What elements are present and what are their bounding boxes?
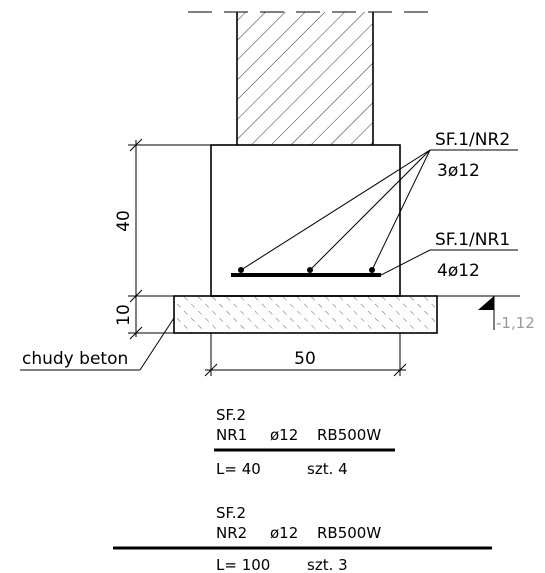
dimension-lean-height: 10 <box>114 304 134 326</box>
schedule-sheet: SF.2 <box>216 504 246 522</box>
schedule-sheet: SF.2 <box>216 406 246 424</box>
schedule-steel: RB500W <box>317 524 381 542</box>
schedule-number: NR1 <box>216 426 247 444</box>
schedule-length: L= 100 <box>216 556 270 573</box>
schedule-bar: ø12 <box>270 426 298 444</box>
lean-concrete-label: chudy beton <box>22 349 128 369</box>
schedule-number: NR2 <box>216 524 247 542</box>
schedule-bar: ø12 <box>270 524 298 542</box>
dimension-width: 50 <box>294 349 316 369</box>
elevation-marker <box>478 296 494 310</box>
schedule-steel: RB500W <box>317 426 381 444</box>
dimension-height: 40 <box>114 210 134 232</box>
schedule-count: szt. 3 <box>307 556 348 573</box>
lean-concrete <box>173 295 438 334</box>
schedule-length: L= 40 <box>216 460 261 478</box>
callout-top-spec: 3ø12 <box>437 161 480 181</box>
wall-section <box>237 12 373 145</box>
elevation-value: -1,12 <box>496 314 535 332</box>
callout-top-label: SF.1/NR2 <box>435 130 510 150</box>
callout-bottom-label: SF.1/NR1 <box>435 230 510 250</box>
callout-bottom-spec: 4ø12 <box>437 261 480 281</box>
schedule-count: szt. 4 <box>307 460 348 478</box>
